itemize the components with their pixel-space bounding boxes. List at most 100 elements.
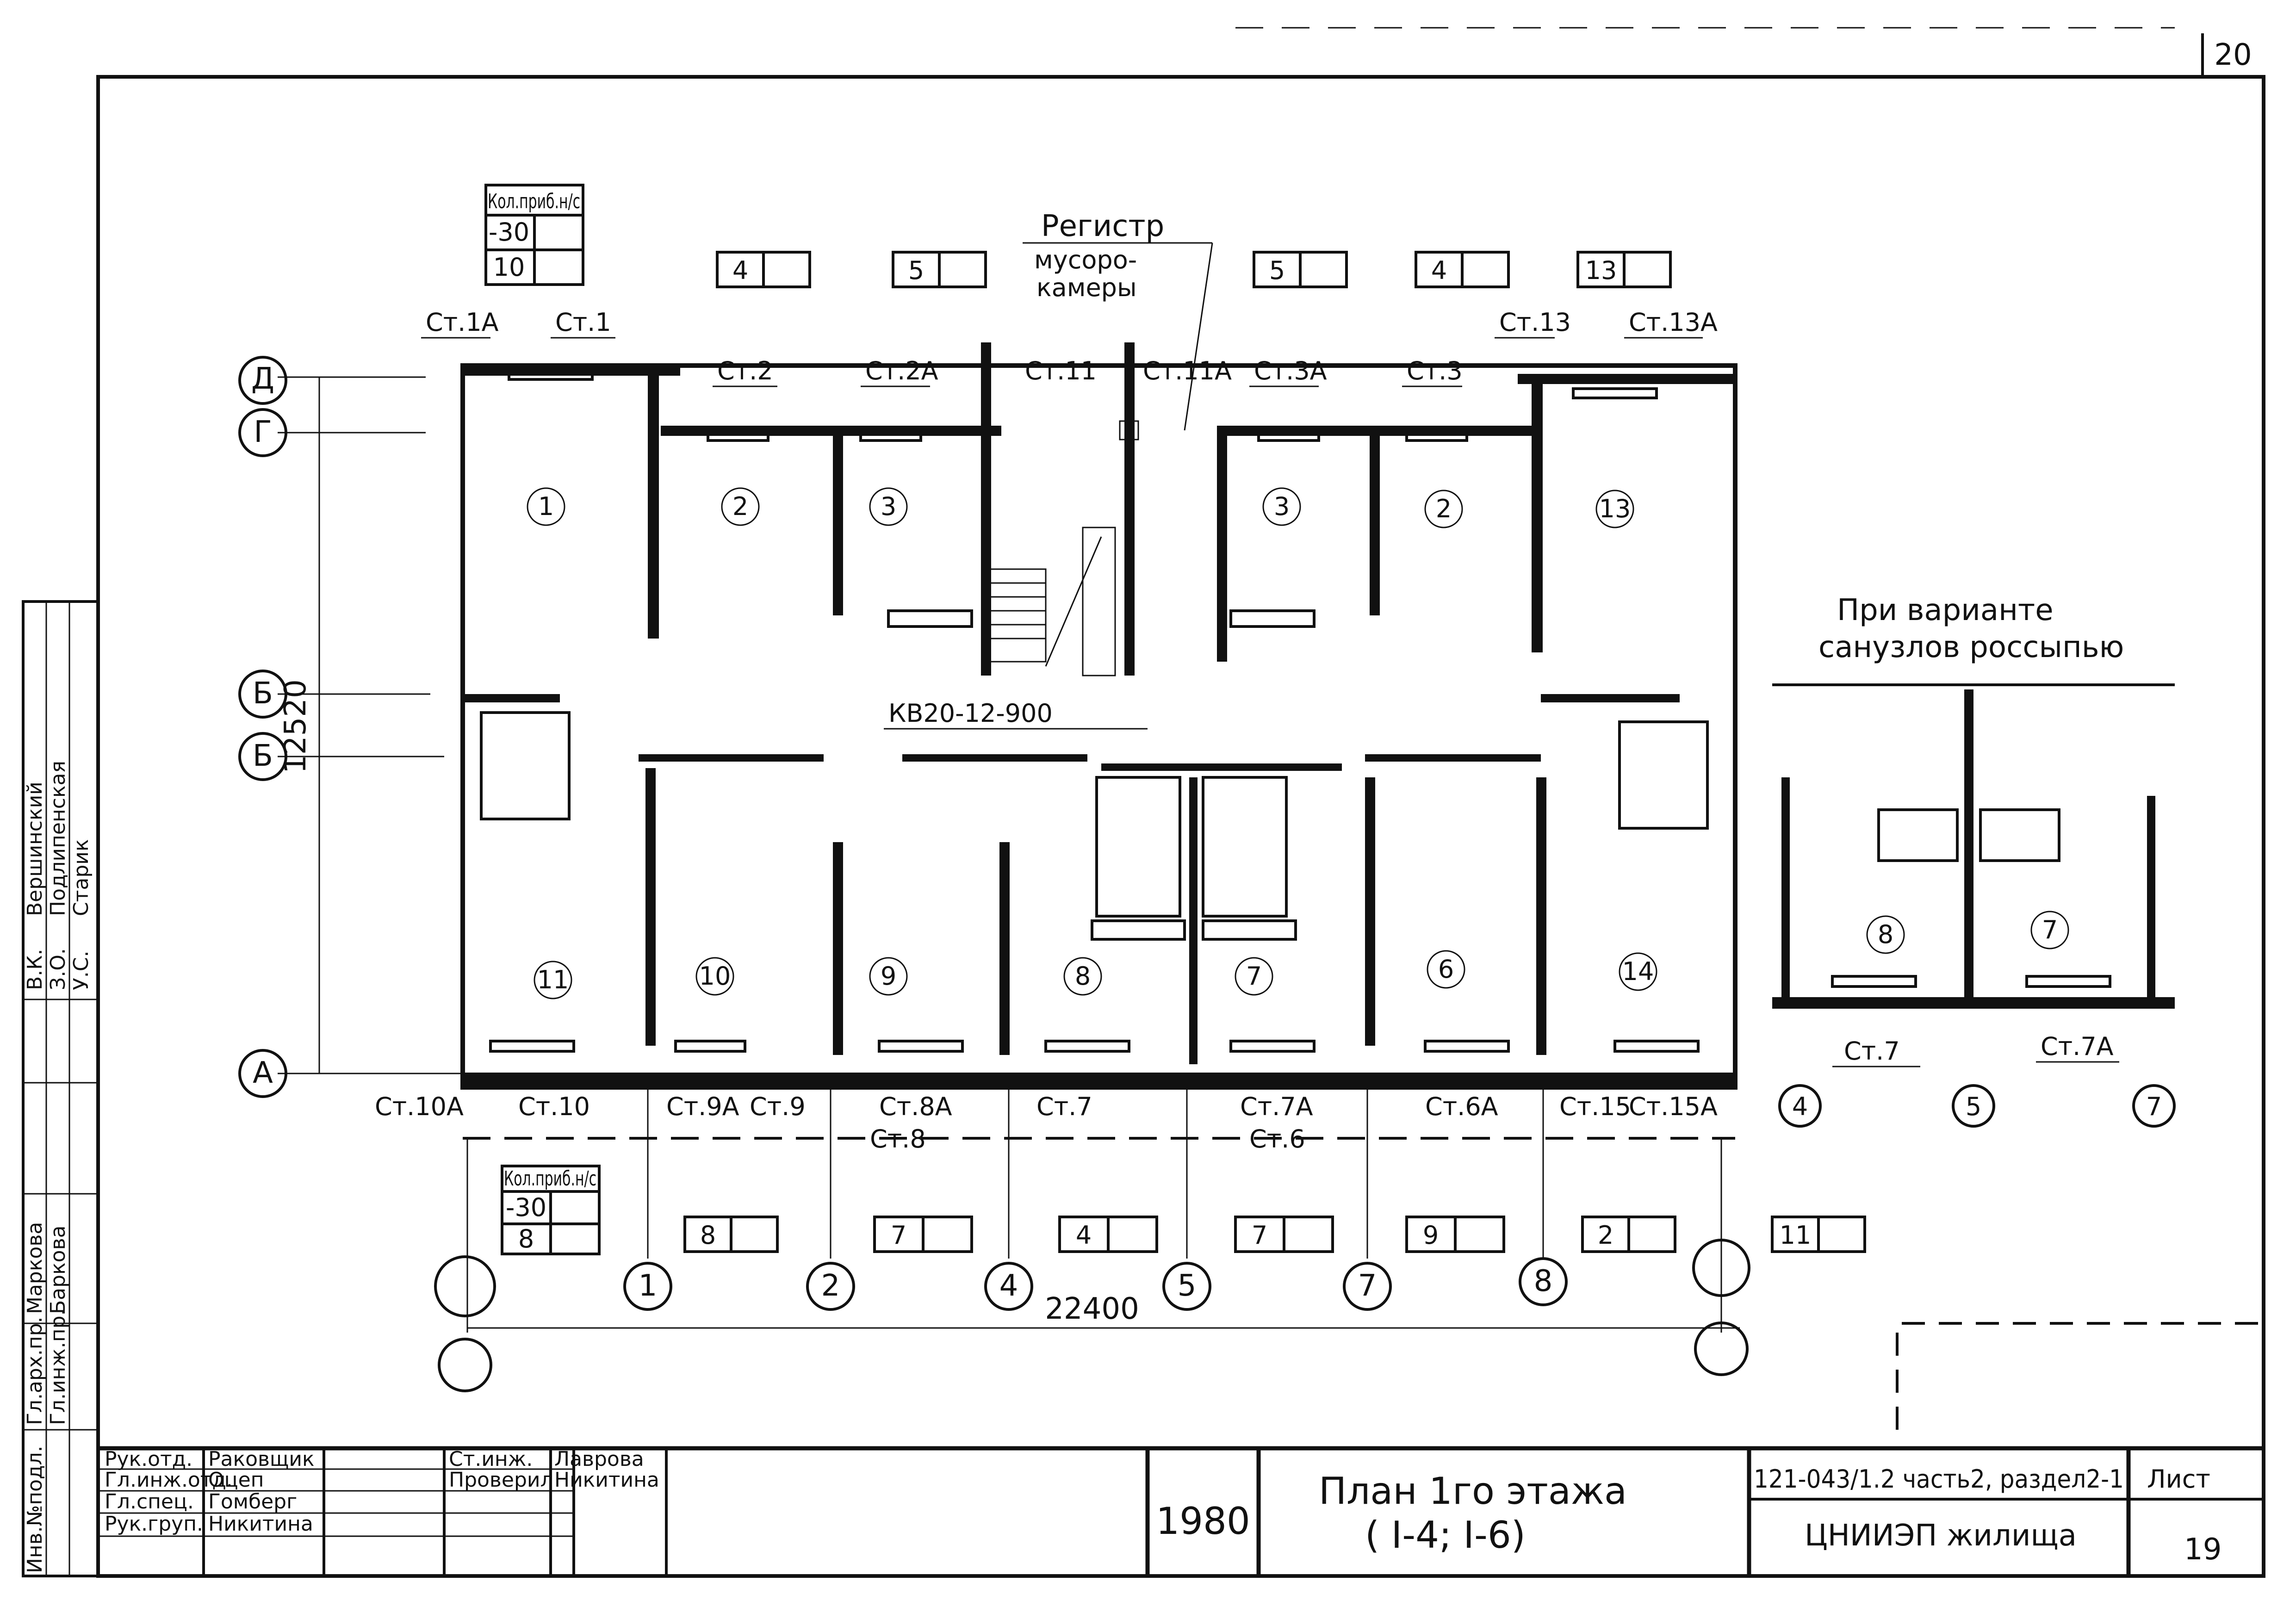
legend-bottom-header: Кол.приб.н/с (504, 1167, 596, 1191)
room-top-1: 1 (538, 492, 554, 521)
side-stamp: В.К. З.О. У.С. Гл.арх.пр. Гл.инж.пр. Инв… (22, 600, 99, 1577)
riser-bottom-10: Ст.6А (1425, 1092, 1498, 1121)
bottom-box-6: 2 (1598, 1221, 1613, 1250)
stamp-name-2: Оцеп (208, 1468, 264, 1492)
wall-3-2 (1370, 430, 1380, 615)
chamber-note-2: камеры (1036, 273, 1137, 302)
legend-top-row1: -30 (489, 217, 529, 247)
variant-axis-2: 5 (1966, 1092, 1981, 1121)
room-numbers: 1 2 3 3 2 13 11 10 9 8 7 6 14 (527, 487, 1657, 999)
stamp-name2-2: Никитина (554, 1468, 659, 1492)
riser-bottom-1: Ст.10А (375, 1092, 464, 1121)
stamp-placeholder (1896, 1322, 2258, 1430)
project-code: 121-043/1.2 часть2, раздел2-1 (1754, 1464, 2124, 1494)
wall-3r (1217, 430, 1227, 662)
corridor-wall-b (902, 754, 1087, 762)
room-bottom-7: 14 (1622, 957, 1654, 986)
riser-bottom-3: Ст.9А (666, 1092, 739, 1121)
riser-top-1: Ст.1А (426, 308, 499, 337)
stamp-role2-1: Ст.инж. (449, 1447, 533, 1471)
stamp-role2-2: Проверил (449, 1468, 553, 1492)
sheet-number: 19 (2184, 1532, 2222, 1567)
bottom-box-5: 9 (1423, 1221, 1439, 1250)
riser-top-9: Ст.13 (1499, 308, 1571, 337)
staircase (989, 420, 1139, 676)
top-wall-left (661, 426, 1001, 436)
width-dimension: 22400 (1045, 1292, 1139, 1326)
corridor-wall-d (1365, 754, 1541, 762)
riser-bottom-7: Ст.7 (1036, 1092, 1092, 1121)
wall-6-14 (1536, 777, 1546, 1055)
variant-plan: 8 7 Ст.7 Ст.7А 4 5 7 (1772, 683, 2176, 1128)
riser-top-3: Ст.2 (717, 356, 773, 385)
legend-bottom-row2: 8 (518, 1224, 534, 1253)
axis-bubble-a (238, 1049, 287, 1098)
stamp-role-4: Рук.груп. (105, 1512, 203, 1536)
wall-11-10 (645, 768, 656, 1046)
corridor-wall-c (1101, 763, 1342, 771)
variant-axis-1: 4 (1792, 1092, 1808, 1121)
top-box-5: 13 (1585, 256, 1617, 285)
building-walls (460, 342, 1738, 1140)
axis-bubble-right-end2 (1694, 1321, 1749, 1376)
axis-label-b1: Б (253, 676, 273, 711)
top-box-1: 4 (732, 256, 748, 285)
axis-bubble-b1 (238, 670, 287, 719)
organization: ЦНИИЭП жилища (1805, 1519, 2077, 1553)
top-box-2: 5 (908, 256, 924, 285)
side-name-3: Старик (69, 839, 93, 916)
side-name-2: Подлипенская (46, 761, 70, 916)
legend-bottom-row1: -30 (506, 1193, 546, 1222)
axis-bubble-left-end2 (438, 1338, 492, 1392)
sheet-label: Лист (2147, 1464, 2210, 1494)
room-bottom-6: 6 (1438, 955, 1454, 984)
stair-wall-right (1124, 342, 1135, 676)
variant-axis-3: 7 (2146, 1092, 2162, 1121)
stair-wall-left (981, 342, 991, 676)
riser-top-5: Ст.11 (1025, 356, 1097, 385)
axis-grid: Д Г Б Б А 1 2 4 5 7 8 22400 12520 (238, 356, 1750, 1392)
room-bottom-4: 8 (1075, 962, 1091, 991)
riser-top-2: Ст.1 (555, 308, 611, 337)
height-dimension: 12520 (279, 679, 313, 774)
axis-bubble-5 (1162, 1262, 1211, 1311)
stamp-name-1: Раковщик (208, 1447, 315, 1471)
axis-bubble-g (238, 408, 287, 457)
stamp-role-1: Рук.отд. (105, 1447, 192, 1471)
wall-10-9 (833, 842, 843, 1055)
room-top-4: 3 (1274, 492, 1290, 521)
bottom-wall (463, 1073, 1735, 1087)
stamp-role-2: Гл.инж.отд. (105, 1468, 233, 1492)
axis-bubble-d (238, 356, 287, 405)
sanitary-blocks (480, 609, 1709, 941)
axis-bubble-1 (623, 1262, 672, 1311)
page-number: 20 (2214, 38, 2252, 72)
bottom-box-3: 4 (1076, 1221, 1092, 1250)
wall-9-8 (999, 842, 1010, 1055)
legend-top-header: Кол.приб.н/с (488, 190, 580, 213)
room-top-6: 13 (1599, 494, 1631, 523)
side-name-5: Баркова (46, 1226, 70, 1314)
notes: Регистр мусоро- камеры КВ20-12-900 При в… (884, 209, 2124, 730)
axis-label-2: 2 (821, 1269, 840, 1303)
variant-note-2: санузлов россыпью (1818, 630, 2124, 664)
corridor-wall-left (463, 694, 560, 702)
title-block: Рук.отд. Гл.инж.отд. Гл.спец. Рук.груп. … (98, 1446, 2264, 1576)
bottom-box-2: 7 (891, 1221, 906, 1250)
top-wall-unit13 (1518, 374, 1735, 384)
riser-top-8: Ст.3 (1407, 356, 1463, 385)
riser-bottom-4: Ст.9 (750, 1092, 806, 1121)
riser-bottom-8: Ст.7А (1240, 1092, 1313, 1121)
axis-label-1: 1 (639, 1269, 658, 1303)
side-label-6: Инв.№подл. (23, 1445, 47, 1573)
axis-label-8: 8 (1534, 1264, 1553, 1298)
axis-bubble-4 (984, 1262, 1033, 1311)
room-top-3: 3 (881, 492, 896, 521)
top-box-3: 5 (1269, 256, 1285, 285)
legend-top-row2: 10 (493, 253, 525, 282)
side-name-4: Маркова (23, 1222, 47, 1314)
room-top-5: 2 (1436, 494, 1452, 523)
bottom-box-7: 11 (1780, 1221, 1812, 1250)
riser-labels-top: Ст.1А Ст.1 Ст.2 Ст.2А Ст.11 Ст.11А Ст.3А… (421, 308, 1718, 387)
legend-table-top: Кол.приб.н/с -30 10 (484, 184, 584, 286)
